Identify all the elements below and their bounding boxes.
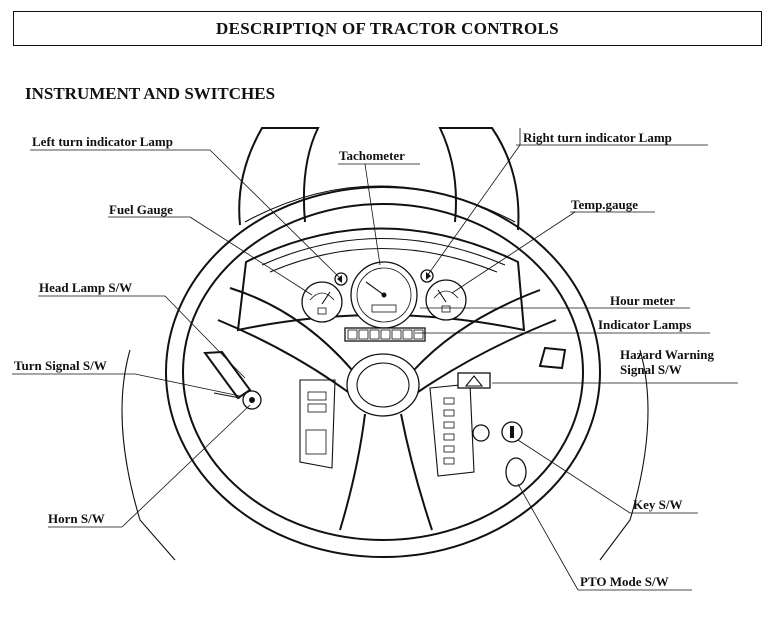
label-hour-meter: Hour meter <box>610 293 676 308</box>
indicator-lamps-row <box>344 327 426 342</box>
left-tire <box>121 349 176 561</box>
steering-wheel <box>165 186 601 558</box>
left-console <box>299 379 336 469</box>
label-hazard-line1: Hazard Warning <box>620 347 715 362</box>
section-title: INSTRUMENT AND SWITCHES <box>25 84 276 103</box>
right-console <box>429 383 475 477</box>
label-right-turn-lamp: Right turn indicator Lamp <box>523 130 672 145</box>
dashboard-inner-top <box>261 238 506 266</box>
tachometer-gauge-icon <box>350 261 418 329</box>
leader-lines <box>12 128 738 591</box>
pto-switch <box>472 424 527 487</box>
label-head-lamp-sw: Head Lamp S/W <box>39 280 133 295</box>
label-temp-gauge: Temp.gauge <box>571 197 639 212</box>
page-title: DESCRIPTIQN OF TRACTOR CONTROLS <box>216 18 559 38</box>
hazard-triangle-icon <box>457 372 491 389</box>
ignition-key-icon <box>501 421 523 443</box>
right-tire <box>599 349 649 561</box>
left-arrow-icon <box>337 275 342 283</box>
dashboard-inner-second <box>269 247 498 273</box>
label-fuel-gauge: Fuel Gauge <box>109 202 173 217</box>
label-turn-signal-sw: Turn Signal S/W <box>14 358 107 373</box>
right-arrow-icon <box>426 272 431 280</box>
turn-signal-lever <box>203 350 262 410</box>
left-rollbar-post <box>238 127 320 226</box>
header-box: DESCRIPTIQN OF TRACTOR CONTROLS <box>13 11 762 46</box>
right-lever <box>538 346 567 370</box>
right-rollbar-post <box>438 127 520 231</box>
label-pto-mode-sw: PTO Mode S/W <box>580 574 669 589</box>
label-horn-sw: Horn S/W <box>48 511 105 526</box>
label-tachometer: Tachometer <box>339 148 405 163</box>
label-indicator-lamps: Indicator Lamps <box>598 317 692 332</box>
label-hazard-line2: Signal S/W <box>620 362 682 377</box>
temperature-gauge-icon <box>425 279 467 321</box>
label-key-sw: Key S/W <box>633 497 683 512</box>
label-left-turn-lamp: Left turn indicator Lamp <box>32 134 173 149</box>
fuel-gauge-icon <box>301 281 343 323</box>
